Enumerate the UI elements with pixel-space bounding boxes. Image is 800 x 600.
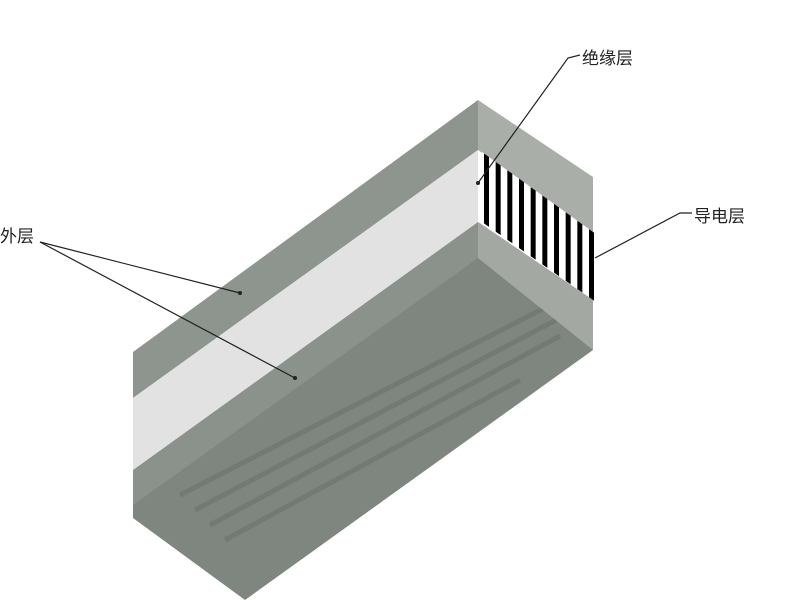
conductive-stripe [589,229,594,301]
conductive-layer-label: 导电层 [694,207,745,227]
conductive-stripe [542,195,548,268]
bottom-face-streaks [178,297,562,543]
conductive-leader-line [594,212,692,259]
leader-dot [238,291,242,295]
outer-leader-line-2 [39,241,296,379]
insulation-band [133,150,478,470]
end-face-bottom [478,222,593,350]
conductive-stripe [554,203,559,277]
conductive-stripe [577,220,583,293]
conductive-stripe [495,161,501,236]
conductive-stripe [484,153,489,227]
conductive-stripe [565,212,571,285]
outer-leader-line-1 [39,241,241,294]
conductive-stripe [530,187,536,260]
leader-dot [476,181,480,185]
leader-dot [293,376,297,380]
bottom-face-highlight [133,222,478,505]
conductive-stripe [519,178,524,252]
conductive-stripe [507,170,513,244]
conductive-stripes [484,153,594,301]
insulation-layer-label: 绝缘层 [582,49,633,69]
outer-layer-label: 外层 [0,227,34,247]
end-face-top [478,100,593,232]
insulation-leader-line [477,54,581,184]
outer-layer-top-band [133,100,478,398]
